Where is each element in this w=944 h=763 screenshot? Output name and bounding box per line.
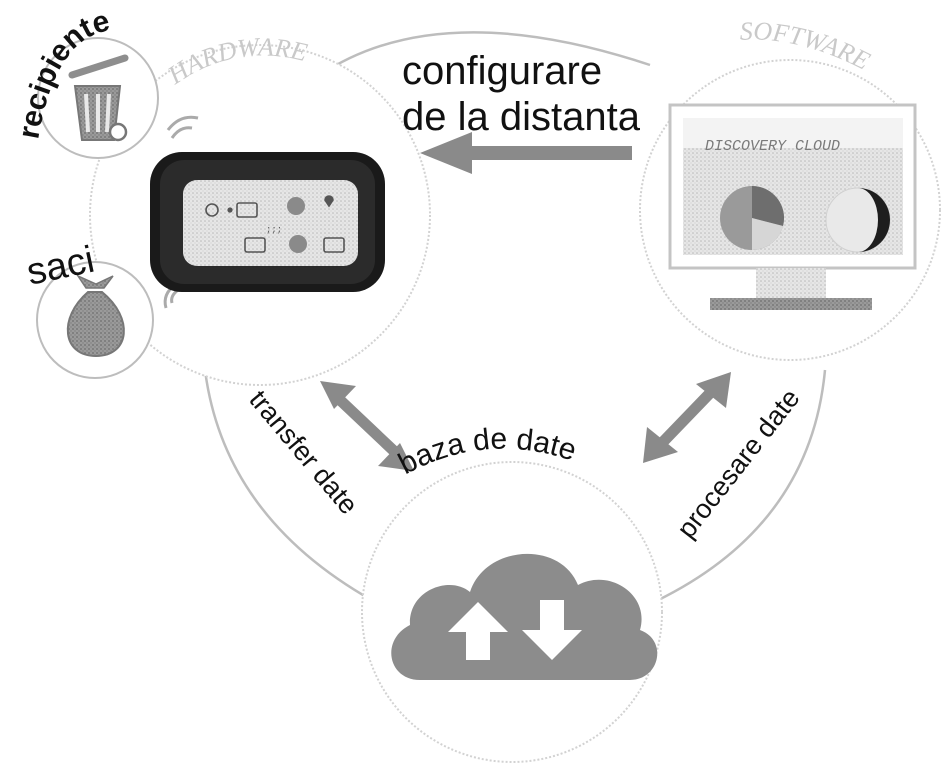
tracker-device-icon: ;;; — [150, 152, 385, 292]
remote-config-arrow — [420, 132, 632, 174]
trash-bin-icon — [68, 54, 129, 142]
recipient-node — [37, 37, 159, 159]
bags-node — [36, 261, 154, 379]
cycle-outline — [203, 31, 827, 612]
bag-icon — [66, 274, 125, 358]
processing-arrow — [643, 372, 731, 463]
transfer-arrow — [320, 381, 414, 471]
monitor-icon: DISCOVERY CLOUD — [668, 103, 917, 310]
cloud-upload-download-icon — [391, 553, 658, 680]
svg-text:;;;: ;;; — [266, 225, 282, 235]
remote-config-line2: de la distanta — [402, 95, 641, 139]
remote-config-line1: configurare — [402, 49, 602, 93]
monitor-title: DISCOVERY CLOUD — [705, 138, 840, 155]
